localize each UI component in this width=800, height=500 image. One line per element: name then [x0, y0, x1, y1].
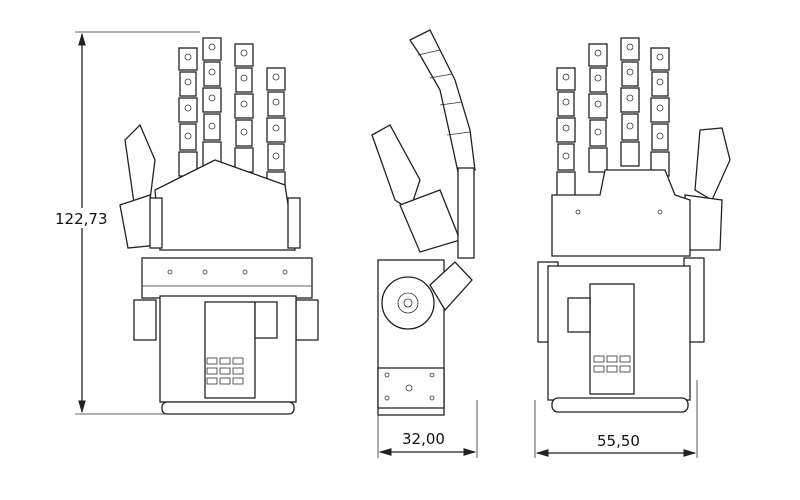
back-width-dimension: 55,50: [534, 380, 698, 458]
side-width-label: 32,00: [402, 430, 445, 448]
front-view: [119, 37, 319, 415]
side-thumb: [371, 124, 421, 212]
front-servo-plate: [141, 257, 313, 299]
back-buttons: [593, 355, 631, 373]
side-finger: [409, 29, 476, 173]
back-view: [537, 37, 731, 413]
height-dimension: 122,73: [52, 31, 200, 415]
front-palm: [154, 159, 296, 251]
height-dimension-label: 122,73: [55, 210, 108, 228]
back-palm: [551, 169, 691, 257]
side-view: [371, 29, 476, 416]
front-buttons: [206, 357, 244, 385]
back-width-label: 55,50: [597, 432, 640, 450]
side-width-dimension: 32,00: [377, 400, 478, 458]
back-thumb: [684, 127, 731, 251]
